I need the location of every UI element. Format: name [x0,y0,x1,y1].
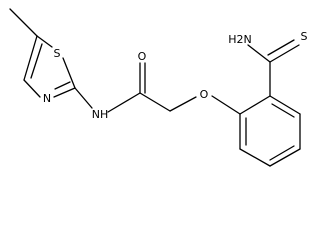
bond-c4-c5 [23,35,38,81]
amide-nh-label: NH [92,108,109,121]
carbonyl-oxygen-label: O [138,50,147,63]
bond-o-c1 [211,95,241,115]
bond-s-c2 [62,57,76,89]
methyl-bond [9,8,38,37]
bond-ch2-o [169,96,197,112]
thioamide-sulfur-label: S [301,30,308,43]
thiazole-ring [9,8,76,98]
bond-c4-c5-double [269,145,295,161]
bond-thiocarbon-s-double [267,39,295,56]
bond-c4-c5 [269,148,301,167]
bond-thiocarbon-nh2 [247,44,271,63]
amide-linker [74,62,197,113]
bond-n3-c4 [23,79,41,98]
bond-c2-n3 [53,87,76,98]
sulfur-thiazole-label: S [54,47,61,60]
nitrogen-thiazole-label: N [43,92,51,105]
structure-canvas: S N NH O O H2N S [9,8,308,167]
bond-c5-c6 [239,148,271,167]
bond-carbonyl-ch2 [139,92,171,112]
molecule-diagram: S N NH O O H2N S [9,8,308,167]
thioamide-group [247,39,300,97]
bond-nh-carbonyl [107,92,141,113]
benzene-ring [211,95,301,167]
bond-c2-c3 [269,95,301,115]
bond-c2-n3-double [54,81,71,90]
bond-thiocarbon-s [269,44,300,63]
bond-c5-s [36,35,53,48]
amine-nh2-label: H2N [228,33,252,46]
bond-c2-c3-double [271,103,295,118]
ether-oxygen-label: O [200,88,209,101]
bond-c2-nh [74,87,93,109]
bond-c4-c5-double [30,43,43,79]
bond-c1-c2 [239,95,271,115]
